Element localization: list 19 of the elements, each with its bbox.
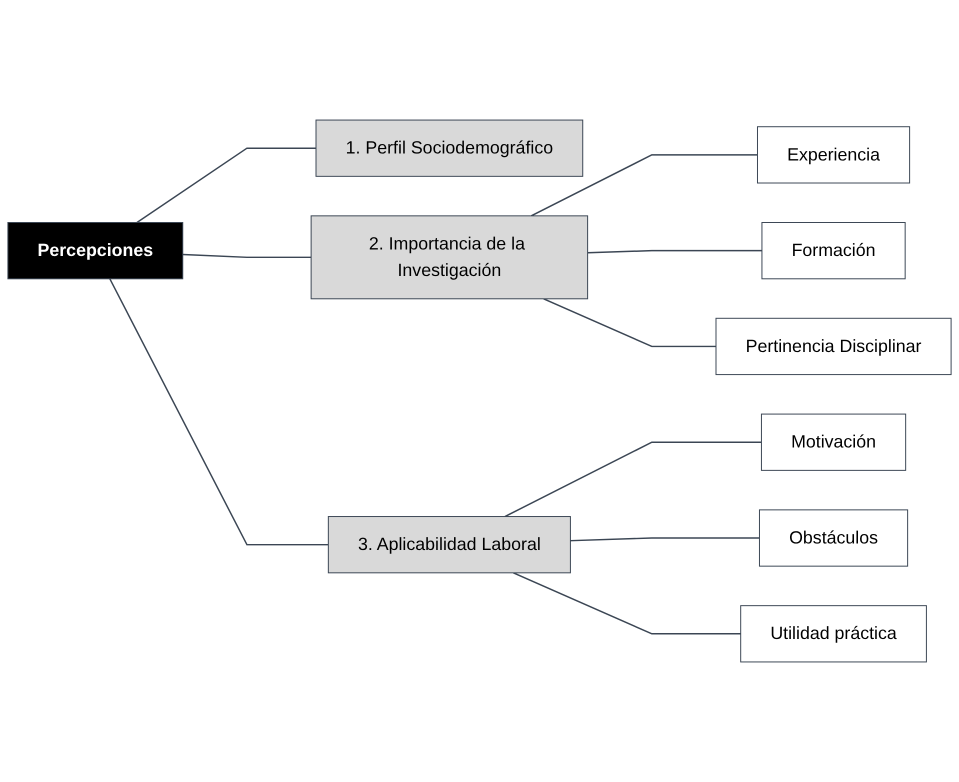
connector: [543, 298, 716, 348]
connector: [531, 154, 758, 216]
node-box: Percepciones: [7, 222, 184, 280]
connector: [570, 537, 760, 542]
node-box: Utilidad práctica: [740, 605, 927, 662]
connector: [513, 572, 741, 635]
node-box: Motivación: [760, 414, 906, 471]
connector: [182, 254, 312, 258]
node-box: Experiencia: [756, 126, 910, 184]
node-box: 2. Importancia de la Investigación: [310, 215, 588, 300]
connector: [504, 441, 762, 518]
connector: [136, 147, 316, 224]
connector: [588, 250, 762, 254]
node-box: 1. Perfil Sociodemográfico: [316, 120, 584, 177]
node-box: Pertinencia Disciplinar: [716, 318, 952, 376]
node-box: Formación: [761, 222, 906, 280]
connector: [109, 278, 328, 546]
node-box: 3. Aplicabilidad Laboral: [328, 516, 571, 574]
node-box: Obstáculos: [758, 509, 908, 567]
